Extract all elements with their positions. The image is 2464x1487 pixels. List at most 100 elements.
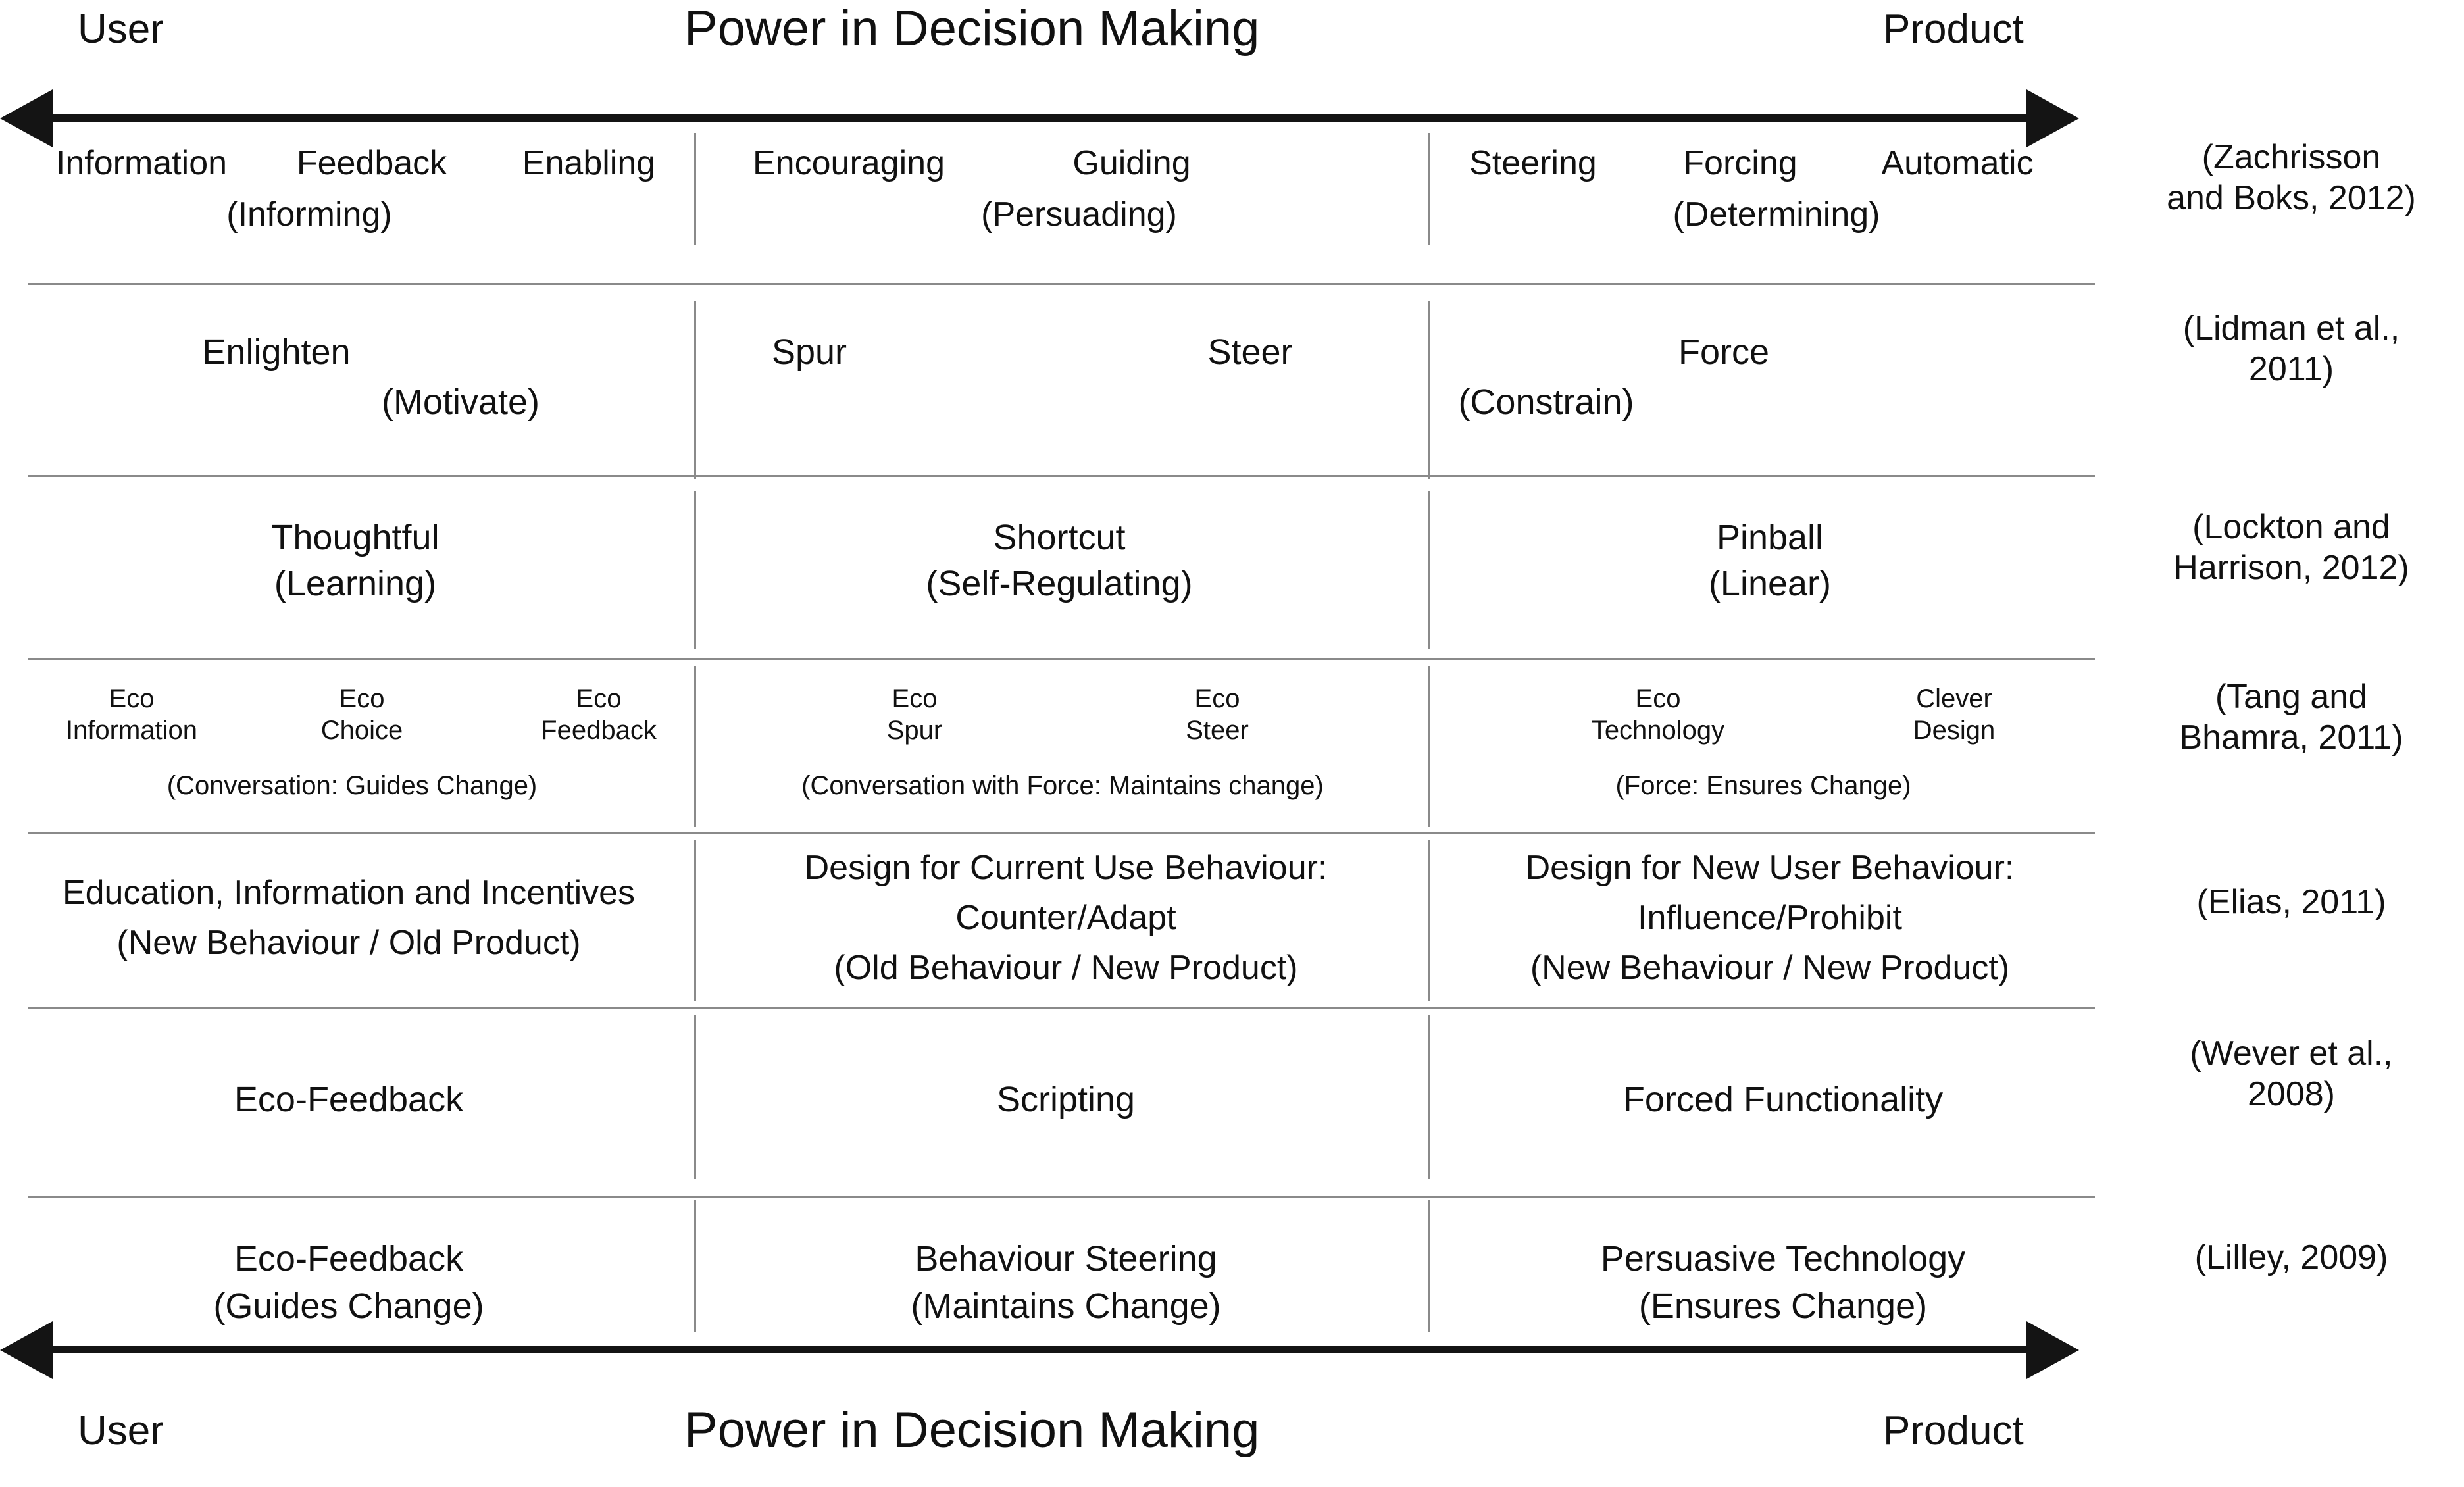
arrow-shaft	[49, 1346, 2030, 1353]
bottom-axis-product-label: Product	[1883, 1408, 2024, 1453]
cell-qualifier: (Old Behaviour / New Product)	[834, 949, 1298, 987]
row-elias: Education, Information and Incentives (N…	[0, 832, 2119, 1007]
column-divider-2-row-6	[1428, 1200, 1430, 1332]
cell-term: Design for New User Behaviour:	[1525, 849, 2015, 887]
cell-term: Guiding	[1072, 144, 1191, 182]
row-zachrisson-boks: Information Feedback Enabling (Informing…	[0, 139, 2119, 283]
column-divider-2-row-1	[1428, 301, 1430, 479]
cell-term-line: Eco	[1194, 684, 1240, 713]
citation-zachrisson-boks: (Zachrisson and Boks, 2012)	[2119, 137, 2464, 218]
top-double-arrow	[0, 89, 2079, 147]
citation-line: Harrison, 2012)	[2173, 549, 2409, 587]
cell-qualifier: (Persuading)	[981, 195, 1177, 234]
bottom-axis-title: Power in Decision Making	[684, 1402, 1260, 1458]
citation-line: Bhamra, 2011)	[2179, 718, 2403, 757]
top-axis-product-label: Product	[1883, 7, 2024, 52]
cell-qualifier: (Conversation with Force: Maintains chan…	[801, 771, 1324, 800]
column-divider-1-row-4	[694, 840, 696, 1001]
cell-qualifier: (Ensures Change)	[1638, 1286, 1928, 1326]
row-rule-4	[28, 1007, 2095, 1009]
bottom-axis-user-label: User	[78, 1408, 164, 1453]
column-divider-1-row-3	[694, 666, 696, 827]
cell-term: Eco Steer	[1119, 683, 1316, 746]
cell-qualifier: (Motivate)	[381, 382, 540, 422]
citation-line: (Elias, 2011)	[2196, 883, 2386, 921]
cell-term: Enlighten	[202, 332, 351, 372]
cell-term-line: Design	[1913, 716, 1996, 745]
cell-term-line: Spur	[886, 716, 943, 745]
column-divider-2-row-2	[1428, 491, 1430, 649]
cell-term: Encouraging	[753, 144, 945, 182]
cell-qualifier: (Learning)	[274, 564, 437, 603]
cell-term: Eco Choice	[263, 683, 461, 746]
cell-term: Forced Functionality	[1622, 1080, 1944, 1119]
cell-term: Enabling	[522, 144, 656, 182]
citation-line: (Zachrisson	[2201, 138, 2381, 176]
row-lockton-harrison: Thoughtful (Learning) Shortcut (Self-Reg…	[0, 475, 2119, 658]
cell-term: Influence/Prohibit	[1638, 899, 1902, 937]
cell-term-line: Feedback	[541, 716, 657, 745]
cell-term-line: Eco	[339, 684, 385, 713]
top-axis-title: Power in Decision Making	[684, 1, 1260, 57]
cell-qualifier: (Conversation: Guides Change)	[166, 771, 538, 800]
cell-qualifier: (Force: Ensures Change)	[1615, 771, 1911, 800]
arrow-left-icon	[0, 89, 53, 147]
cell-term: Feedback	[296, 144, 447, 182]
cell-term: Steering	[1469, 144, 1597, 182]
citation-wever: (Wever et al., 2008)	[2119, 1033, 2464, 1115]
arrow-right-icon	[2026, 1321, 2079, 1379]
cell-qualifier: (Constrain)	[1458, 382, 1634, 422]
cell-term: Scripting	[996, 1080, 1136, 1119]
row-rule-0	[28, 283, 2095, 285]
cell-term-line: Choice	[320, 716, 403, 745]
citation-line: 2008)	[2248, 1075, 2335, 1113]
cell-term-line: Technology	[1591, 716, 1725, 745]
citation-line: (Lilley, 2009)	[2194, 1238, 2388, 1276]
cell-qualifier: (Maintains Change)	[911, 1286, 1221, 1326]
citation-lockton-harrison: (Lockton and Harrison, 2012)	[2119, 507, 2464, 588]
row-lilley: Eco-Feedback (Guides Change) Behaviour S…	[0, 1196, 2119, 1328]
cell-term-line: Eco	[1635, 684, 1681, 713]
column-divider-1-row-1	[694, 301, 696, 479]
cell-term: Eco Technology	[1533, 683, 1783, 746]
cell-qualifier: (Determining)	[1672, 195, 1880, 234]
row-rule-3	[28, 832, 2095, 834]
citation-lidman: (Lidman et al., 2011)	[2119, 308, 2464, 390]
cell-term: Clever Design	[1842, 683, 2066, 746]
cell-term: Counter/Adapt	[955, 899, 1176, 937]
citation-line: (Tang and	[2215, 678, 2368, 716]
cell-term: Spur	[771, 332, 847, 372]
cell-term: Eco Spur	[816, 683, 1013, 746]
row-wever: Eco-Feedback Scripting Forced Functional…	[0, 1007, 2119, 1196]
cell-term: Forcing	[1683, 144, 1798, 182]
framework-matrix: Information Feedback Enabling (Informing…	[0, 133, 2119, 1332]
cell-term: Eco-Feedback	[234, 1239, 464, 1278]
cell-term: Information	[55, 144, 228, 182]
citation-lilley: (Lilley, 2009)	[2119, 1237, 2464, 1278]
cell-term: Eco-Feedback	[234, 1080, 464, 1119]
citation-line: and Boks, 2012)	[2167, 179, 2416, 217]
cell-term-line: Steer	[1186, 716, 1249, 745]
row-lidman: Enlighten (Motivate) Spur Steer Force (C…	[0, 283, 2119, 475]
arrow-left-icon	[0, 1321, 53, 1379]
cell-term-line: Eco	[892, 684, 938, 713]
citation-elias: (Elias, 2011)	[2119, 882, 2464, 922]
cell-qualifier: (Guides Change)	[213, 1286, 484, 1326]
cell-term: Behaviour Steering	[915, 1239, 1217, 1278]
citation-tang-bhamra: (Tang and Bhamra, 2011)	[2119, 676, 2464, 758]
row-tang-bhamra: Eco Information Eco Choice Eco Feedback …	[0, 658, 2119, 832]
citation-column: (Zachrisson and Boks, 2012) (Lidman et a…	[2119, 0, 2464, 1487]
column-divider-2-row-3	[1428, 666, 1430, 827]
cell-term-line: Information	[65, 716, 198, 745]
cell-qualifier: (Linear)	[1708, 564, 1832, 603]
bottom-axis-band: User Power in Decision Making Product	[0, 1313, 2119, 1477]
cell-qualifier: (Self-Regulating)	[926, 564, 1193, 603]
row-rule-1	[28, 475, 2095, 477]
cell-term: Eco Information	[13, 683, 250, 746]
cell-qualifier: (Informing)	[226, 195, 392, 234]
cell-term: Force	[1678, 332, 1770, 372]
cell-term: Eco Feedback	[500, 683, 697, 746]
column-divider-2-row-4	[1428, 840, 1430, 1001]
cell-qualifier: (New Behaviour / New Product)	[1530, 949, 2010, 987]
